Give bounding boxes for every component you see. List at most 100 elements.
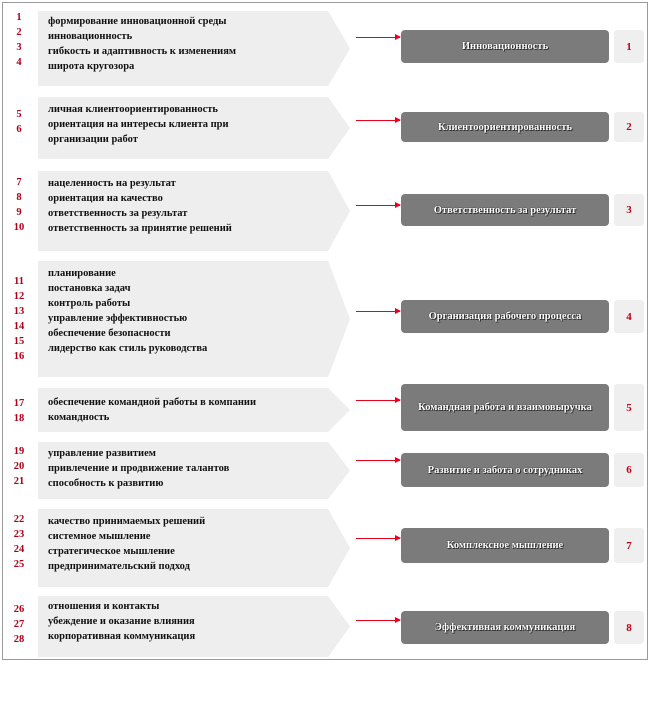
list-item: контроль работы: [48, 298, 131, 309]
item-number: 5: [16, 109, 22, 120]
list-item: обеспечение безопасности: [48, 328, 171, 339]
item-number: 4: [16, 57, 22, 68]
item-number: 24: [13, 544, 25, 555]
item-number: 10: [13, 222, 25, 233]
list-item: гибкость и адаптивность к изменениям: [48, 46, 237, 57]
group-8-chevron: [38, 596, 350, 657]
group-5-numbers: 17 18: [8, 396, 30, 426]
group-7-chevron: [38, 509, 350, 587]
list-item: ответственность за принятие решений: [48, 223, 232, 234]
item-number: 16: [13, 351, 25, 362]
item-number: 14: [13, 321, 25, 332]
list-item: управление развитием: [48, 448, 156, 459]
competency-box: Организация рабочего процесса: [401, 300, 609, 333]
item-number: 28: [13, 634, 25, 645]
list-item: личная клиентоориентированность: [48, 104, 218, 115]
list-item: постановка задач: [48, 283, 131, 294]
group-3-chevron: [38, 171, 350, 251]
list-item: предпринимательский подход: [48, 561, 190, 572]
group-3-numbers: 7 8 9 10: [8, 175, 30, 235]
item-number: 13: [13, 306, 25, 317]
item-number: 7: [16, 177, 22, 188]
group-6-chevron: [38, 442, 350, 499]
arrow-icon: [356, 617, 401, 623]
arrow-icon: [356, 457, 401, 463]
arrow-icon: [356, 202, 401, 208]
competency-index: 2: [614, 112, 644, 142]
competency-index: 7: [614, 528, 644, 563]
group-2-chevron: [38, 97, 350, 159]
list-item: лидерство как стиль руководства: [48, 343, 208, 354]
group-1-items: формирование инновационной среды инновац…: [48, 14, 318, 74]
competency-index: 3: [614, 194, 644, 226]
diagram-frame: [2, 2, 648, 660]
competency-box: Командная работа и взаимовыручка: [401, 384, 609, 431]
group-3-items: нацеленность на результат ориентация на …: [48, 176, 318, 236]
list-item: широта кругозора: [48, 61, 135, 72]
group-4-numbers: 11 12 13 14 15 16: [8, 274, 30, 364]
list-item: качество принимаемых решений: [48, 516, 206, 527]
competency-index: 8: [614, 611, 644, 644]
list-item: организации работ: [48, 134, 138, 145]
group-4-items: планирование постановка задач контроль р…: [48, 266, 318, 356]
group-8-items: отношения и контакты убеждение и оказани…: [48, 599, 318, 644]
competency-box: Ответственность за результат: [401, 194, 609, 226]
list-item: системное мышление: [48, 531, 151, 542]
list-item: убеждение и оказание влияния: [48, 616, 195, 627]
group-2-items: личная клиентоориентированность ориентац…: [48, 102, 318, 147]
list-item: инновационность: [48, 31, 133, 42]
group-2-numbers: 5 6: [8, 107, 30, 137]
list-item: способность к развитию: [48, 478, 164, 489]
competency-box: Эффективная коммуникация: [401, 611, 609, 644]
item-number: 21: [13, 476, 25, 487]
list-item: ориентация на интересы клиента при: [48, 119, 229, 130]
item-number: 9: [16, 207, 22, 218]
competency-box: Развитие и забота о сотрудниках: [401, 453, 609, 487]
item-number: 19: [13, 446, 25, 457]
item-number: 8: [16, 192, 22, 203]
group-7-numbers: 22 23 24 25: [8, 512, 30, 572]
list-item: планирование: [48, 268, 116, 279]
group-5-items: обеспечение командной работы в компании …: [48, 395, 318, 425]
item-number: 25: [13, 559, 25, 570]
list-item: ответственность за результат: [48, 208, 188, 219]
list-item: привлечение и продвижение талантов: [48, 463, 230, 474]
item-number: 2: [16, 27, 22, 38]
list-item: управление эффективностью: [48, 313, 188, 324]
list-item: ориентация на качество: [48, 193, 163, 204]
arrow-icon: [356, 397, 401, 403]
group-4-chevron: [38, 261, 350, 377]
list-item: нацеленность на результат: [48, 178, 176, 189]
list-item: формирование инновационной среды: [48, 16, 227, 27]
arrow-icon: [356, 117, 401, 123]
arrow-icon: [356, 535, 401, 541]
group-6-numbers: 19 20 21: [8, 444, 30, 489]
item-number: 17: [13, 398, 25, 409]
list-item: отношения и контакты: [48, 601, 160, 612]
item-number: 11: [14, 276, 24, 287]
competency-box: Комплексное мышление: [401, 528, 609, 563]
item-number: 18: [13, 413, 25, 424]
competency-index: 1: [614, 30, 644, 63]
group-5-chevron: [38, 388, 350, 432]
competency-box: Клиентоориентированность: [401, 112, 609, 142]
group-7-items: качество принимаемых решений системное м…: [48, 514, 318, 574]
group-6-items: управление развитием привлечение и продв…: [48, 446, 318, 491]
item-number: 23: [13, 529, 25, 540]
list-item: корпоративная коммуникация: [48, 631, 196, 642]
group-8-numbers: 26 27 28: [8, 602, 30, 647]
arrow-icon: [356, 34, 401, 40]
item-number: 27: [13, 619, 25, 630]
item-number: 12: [13, 291, 25, 302]
item-number: 1: [16, 12, 22, 23]
group-1-chevron: [38, 11, 350, 86]
item-number: 26: [13, 604, 25, 615]
item-number: 20: [13, 461, 25, 472]
competency-index: 4: [614, 300, 644, 333]
list-item: обеспечение командной работы в компании: [48, 397, 257, 408]
competency-index: 5: [614, 384, 644, 431]
list-item: стратегическое мышление: [48, 546, 175, 557]
group-1-numbers: 1 2 3 4: [8, 10, 30, 70]
item-number: 3: [16, 42, 22, 53]
list-item: командность: [48, 412, 110, 423]
